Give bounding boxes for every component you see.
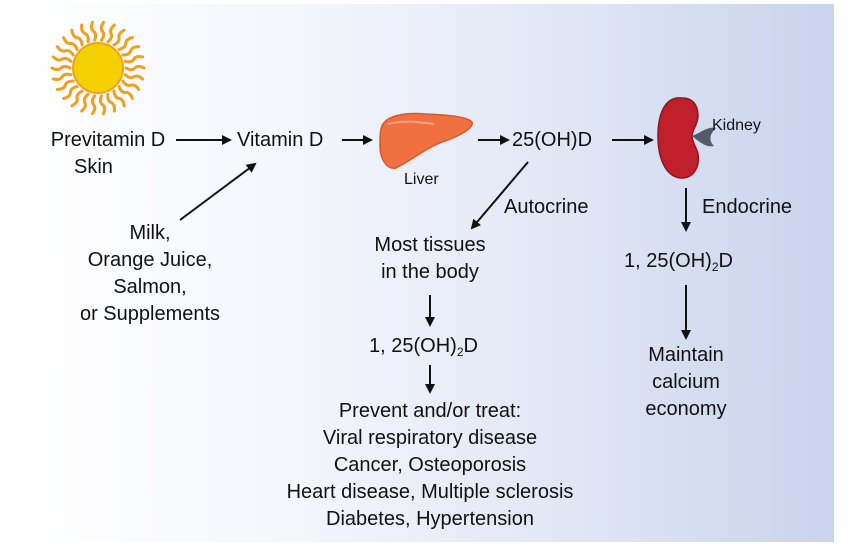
sun-ray [123, 55, 145, 64]
arrow-autocrine [470, 161, 529, 230]
sun-ray [121, 79, 141, 91]
calcitriol-prefix: 1, 25(OH) [369, 335, 457, 357]
previtamin-line: Previtamin D [50, 129, 166, 151]
sun-ray [80, 23, 90, 44]
sun-ray [106, 92, 116, 113]
source-line: or Supplements [79, 303, 221, 325]
outcome-item: Heart disease, Multiple sclerosis [286, 481, 574, 503]
sun-ray [62, 85, 79, 101]
sun-icon [50, 20, 146, 116]
calcitriol-suffix: D [718, 250, 733, 272]
sun-ray [51, 72, 73, 81]
sun-ray [62, 35, 79, 51]
calcitriol-subscript: 2 [711, 260, 719, 274]
sun-ray [89, 20, 98, 42]
endocrine-label: Endocrine [702, 196, 793, 218]
sun-ray [112, 89, 126, 108]
sources-label: Milk, Orange Juice, Salmon, or Supplemen… [60, 220, 240, 328]
sun-ray [70, 89, 84, 108]
tissues-line: Most tissues [374, 234, 486, 256]
sun-ray [90, 94, 97, 116]
tissues-label: Most tissues in the body [350, 232, 510, 286]
source-line: Milk, [129, 222, 171, 244]
liver-label: Liver [404, 171, 439, 188]
calcitriol-label-autocrine: 1, 25(OH)2D [369, 333, 478, 360]
calcitriol-label-endocrine: 1, 25(OH)2D [624, 248, 733, 275]
sun-ray [112, 28, 126, 47]
vitamin-d-label: Vitamin D [237, 129, 324, 151]
sun-ray [51, 55, 73, 63]
tissues-line: in the body [381, 261, 479, 283]
outcome-item: Diabetes, Hypertension [326, 508, 534, 530]
sun-ray [55, 79, 75, 91]
autocrine-label: Autocrine [504, 196, 589, 218]
calcium-line: calcium [652, 371, 720, 393]
sun-ray [70, 28, 84, 47]
calcium-line: Maintain [648, 344, 724, 366]
sun-ray [98, 94, 107, 116]
liver-icon [379, 112, 473, 169]
sun-ray [106, 23, 116, 44]
calcitriol-suffix: D [463, 335, 478, 357]
diagram-background [8, 4, 834, 542]
skin-line: Skin [74, 156, 113, 178]
hydroxy-label: 25(OH)D [512, 129, 593, 151]
outcome-item: Cancer, Osteoporosis [333, 454, 527, 476]
outcomes-label: Prevent and/or treat: Viral respiratory … [240, 398, 620, 533]
sun-ray [121, 45, 141, 57]
source-line: Orange Juice, [87, 249, 213, 271]
sun-ray [80, 92, 90, 113]
source-line: Salmon, [113, 276, 187, 298]
previtamin-label: Previtamin D Skin [38, 127, 178, 181]
calcitriol-subscript: 2 [456, 345, 464, 359]
sun-ray [99, 20, 106, 42]
arrow-sources-to-vitamin [179, 162, 257, 221]
sun-ray [55, 45, 75, 57]
sun-ray [117, 85, 134, 101]
kidney-label: Kidney [712, 117, 761, 134]
calcium-label: Maintain calcium economy [616, 342, 756, 423]
kidney-icon [657, 97, 716, 179]
sun-ray [124, 64, 146, 72]
calcitriol-prefix: 1, 25(OH) [624, 250, 712, 272]
outcome-item: Viral respiratory disease [322, 427, 538, 449]
sun-ray [123, 73, 145, 81]
calcium-line: economy [645, 398, 727, 420]
outcomes-heading: Prevent and/or treat: [338, 400, 522, 422]
sun-ray [50, 64, 72, 72]
sun-ray [117, 35, 134, 51]
